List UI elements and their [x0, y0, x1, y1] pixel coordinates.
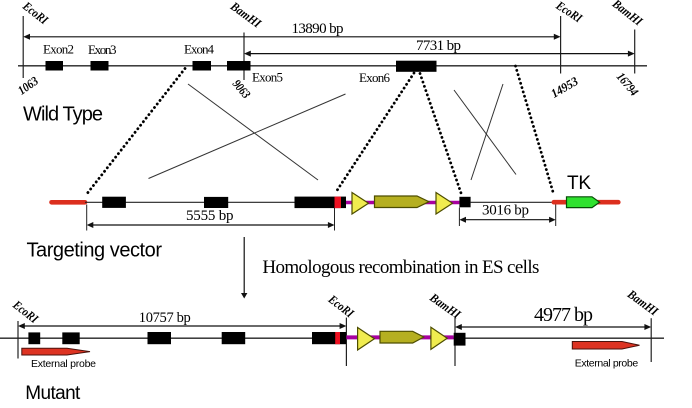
svg-text:Targeting vector: Targeting vector [27, 239, 163, 261]
svg-text:4977 bp: 4977 bp [534, 304, 593, 326]
svg-text:Exon4: Exon4 [184, 41, 215, 56]
svg-text:External probe: External probe [31, 358, 96, 370]
svg-text:Wild Type: Wild Type [23, 104, 103, 126]
svg-text:Exon5: Exon5 [252, 70, 283, 85]
svg-text:Exon2: Exon2 [43, 41, 74, 56]
svg-text:10757 bp: 10757 bp [139, 310, 191, 326]
svg-text:Exon3: Exon3 [88, 42, 117, 57]
svg-text:Exon6: Exon6 [359, 70, 391, 85]
svg-text:3016 bp: 3016 bp [482, 203, 529, 219]
svg-text:Mutant: Mutant [25, 383, 81, 404]
svg-text:13890 bp: 13890 bp [292, 21, 344, 37]
svg-text:7731 bp: 7731 bp [416, 38, 461, 54]
svg-text:TK: TK [567, 173, 591, 194]
svg-text:5555 bp: 5555 bp [186, 208, 234, 224]
svg-text:Homologous recombination in ES: Homologous recombination in ES cells [262, 257, 539, 278]
svg-text:External probe: External probe [575, 358, 639, 370]
